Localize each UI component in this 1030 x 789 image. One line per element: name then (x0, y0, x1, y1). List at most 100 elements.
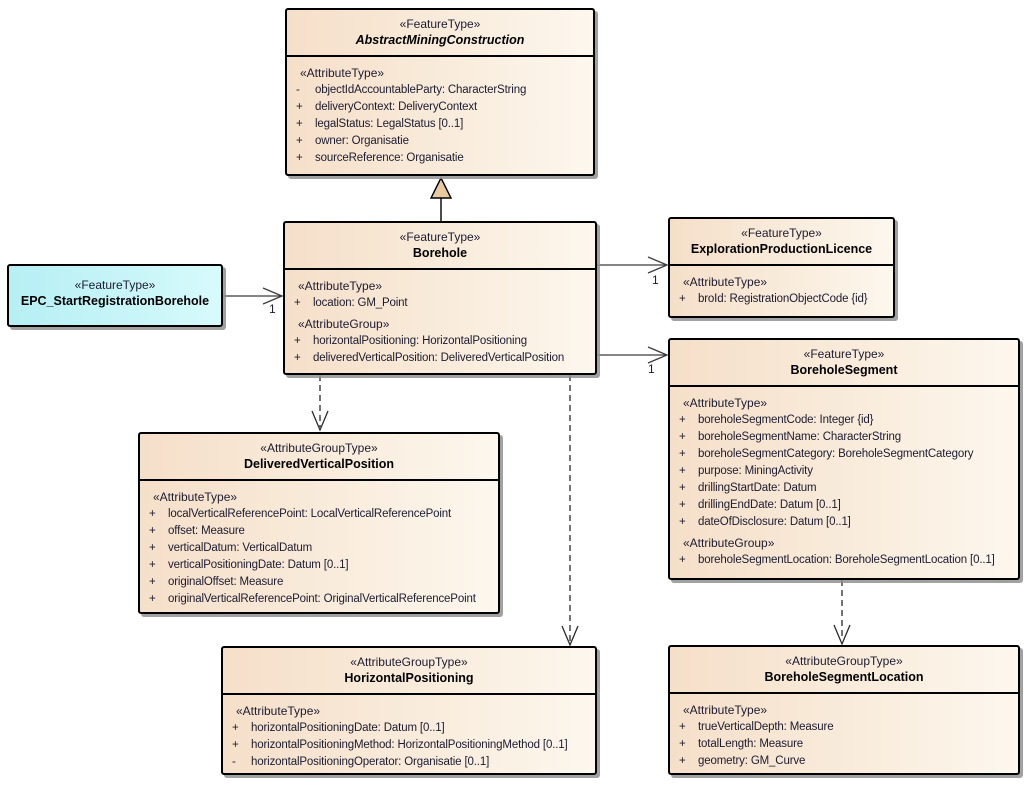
attribute-text: objectIdAccountableParty: CharacterStrin… (315, 84, 527, 96)
attribute-section-header: «AttributeType» (153, 490, 238, 504)
attribute-text: trueVerticalDepth: Measure (698, 721, 834, 733)
attribute: + location: GM_Point (285, 295, 595, 312)
attribute: + horizontalPositioningMethod: Horizontal… (223, 737, 595, 754)
attribute-text: owner: Organisatie (315, 135, 409, 147)
class-name: EPC_StartRegistrationBorehole (20, 294, 210, 308)
attribute: +trueVerticalDepth: Measure (670, 719, 1018, 736)
class-borehole-segment-location[interactable]: «AttributeGroupType» BoreholeSegmentLoca… (668, 645, 1020, 775)
class-header: «FeatureType» Borehole (285, 223, 595, 270)
class-header: «AttributeGroupType» HorizontalPositioni… (223, 648, 595, 695)
visibility: + (679, 414, 686, 426)
attribute-text: boreholeSegmentName: CharacterString (698, 431, 901, 443)
visibility: + (296, 101, 303, 113)
stereotype: «FeatureType» (399, 17, 481, 31)
class-name: BoreholeSegmentLocation (764, 670, 924, 684)
attribute-text: verticalDatum: VerticalDatum (168, 542, 313, 554)
attributes-compartment: «AttributeType» + localVerticalReferenceP… (140, 481, 498, 608)
attribute: - objectIdAccountableParty: CharacterStri… (287, 82, 593, 99)
attribute: - horizontalPositioningOperator: Organisa… (223, 754, 595, 771)
visibility: + (679, 431, 686, 443)
visibility: - (296, 84, 300, 96)
attribute: +offset: Measure (140, 523, 498, 540)
multiplicity-borehole-to-licence: 1 (652, 273, 659, 287)
attribute-section-header: «AttributeType» (300, 66, 385, 80)
attribute: + localVerticalReferencePoint: LocalVerti… (140, 506, 498, 523)
visibility: + (679, 755, 686, 767)
attribute-text: offset: Measure (168, 525, 245, 537)
multiplicity-borehole-to-segment: 1 (648, 362, 655, 376)
attribute-text: verticalPositioningDate: Datum [0..1] (168, 559, 349, 571)
class-header: «FeatureType» EPC_StartRegistrationBoreh… (9, 266, 221, 316)
attribute-text: boreholeSegmentCode: Integer {id} (698, 414, 874, 426)
visibility: + (679, 554, 686, 566)
visibility: + (296, 135, 303, 147)
stereotype: «FeatureType» (74, 278, 156, 292)
attribute-section-header: «AttributeType» (298, 279, 383, 293)
class-epc-start-registration-borehole[interactable]: «FeatureType» EPC_StartRegistrationBoreh… (7, 264, 223, 327)
class-name: HorizontalPositioning (344, 671, 474, 685)
stereotype: «AttributeGroupType» (350, 655, 468, 669)
visibility: + (149, 508, 156, 520)
visibility: + (149, 542, 156, 554)
attribute-text: deliveryContext: DeliveryContext (315, 101, 478, 113)
attribute-text: horizontalPositioningOperator: Organisat… (251, 756, 490, 768)
stereotype: «FeatureType» (803, 347, 885, 361)
visibility: + (294, 297, 301, 309)
attributes-compartment: «AttributeType» + location: GM_Point «Att… (285, 270, 595, 367)
attribute: +geometry: GM_Curve (670, 753, 1018, 770)
class-name: BoreholeSegment (790, 363, 898, 377)
attribute-text: location: GM_Point (313, 297, 408, 309)
class-name: Borehole (412, 246, 468, 260)
class-borehole[interactable]: «FeatureType» Borehole «AttributeType» +… (283, 221, 597, 375)
class-name: AbstractMiningConstruction (355, 33, 525, 47)
attribute: + boreholeSegmentName: CharacterString (670, 429, 1018, 446)
attribute-text: localVerticalReferencePoint: LocalVertic… (168, 508, 452, 520)
attribute: + owner: Organisatie (287, 133, 593, 150)
stereotype: «AttributeGroupType» (260, 441, 378, 455)
attributes-compartment: «AttributeType» +horizontalPositioningDa… (223, 695, 595, 771)
dependency-borehole-to-horizontalpositioning (561, 375, 579, 647)
attribute: + verticalDatum: VerticalDatum (140, 540, 498, 557)
attribute: +verticalPositioningDate: Datum [0..1] (140, 557, 498, 574)
attributes-compartment: «AttributeType» +boreholeSegmentCode: In… (670, 387, 1018, 569)
multiplicity-epc-to-borehole: 1 (269, 302, 276, 316)
visibility: + (296, 152, 303, 164)
attribute: +dateOfDisclosure: Datum [0..1] (670, 514, 1018, 531)
stereotype: «FeatureType» (399, 230, 481, 244)
class-borehole-segment[interactable]: «FeatureType» BoreholeSegment «Attribute… (668, 338, 1020, 580)
attribute: +boreholeSegmentLocation: BoreholeSegmen… (670, 552, 1018, 569)
class-header: «FeatureType» BoreholeSegment (670, 340, 1018, 387)
stereotype: «FeatureType» (741, 226, 822, 240)
attribute-text: broId: RegistrationObjectCode {id} (698, 293, 868, 305)
attribute-group-header: «AttributeGroup» (683, 536, 775, 550)
attribute: +broId: RegistrationObjectCode {id} (670, 291, 893, 308)
attribute-text: horizontalPositioning: HorizontalPositio… (313, 335, 527, 347)
class-horizontal-positioning[interactable]: «AttributeGroupType» HorizontalPositioni… (221, 646, 597, 775)
attributes-compartment: «AttributeType» +trueVerticalDepth: Meas… (670, 694, 1018, 770)
attribute-text: boreholeSegmentCategory: BoreholeSegment… (698, 448, 974, 460)
attribute-text: drillingEndDate: Datum [0..1] (698, 499, 841, 511)
class-abstract-mining-construction[interactable]: «FeatureType» AbstractMiningConstruction… (285, 8, 595, 176)
attribute-group-header: «AttributeGroup» (298, 317, 390, 331)
attribute-text: sourceReference: Organisatie (315, 152, 464, 164)
visibility: + (294, 352, 301, 364)
attribute: +drillingEndDate: Datum [0..1] (670, 497, 1018, 514)
visibility: + (679, 516, 686, 528)
attribute-section-header: «AttributeType» (236, 704, 321, 718)
attribute: +legalStatus: LegalStatus [0..1] (287, 116, 593, 133)
attribute-text: horizontalPositioningMethod: HorizontalP… (251, 739, 568, 751)
attributes-compartment: «AttributeType» +broId: RegistrationObje… (670, 266, 893, 308)
attribute-text: legalStatus: LegalStatus [0..1] (315, 118, 464, 130)
visibility: - (232, 756, 236, 768)
class-delivered-vertical-position[interactable]: «AttributeGroupType» DeliveredVerticalPo… (138, 432, 500, 614)
class-exploration-production-licence[interactable]: «FeatureType» ExplorationProductionLicen… (668, 217, 895, 318)
dependency-borehole-to-deliveredverticalposition (311, 375, 329, 432)
attributes-compartment: «AttributeType» - objectIdAccountablePart… (287, 57, 593, 167)
visibility: + (232, 739, 239, 751)
attribute-section-header: «AttributeType» (683, 703, 768, 717)
stereotype: «AttributeGroupType» (785, 654, 903, 668)
attribute: + sourceReference: Organisatie (287, 150, 593, 167)
attribute: + boreholeSegmentCode: Integer {id} (670, 412, 1018, 429)
